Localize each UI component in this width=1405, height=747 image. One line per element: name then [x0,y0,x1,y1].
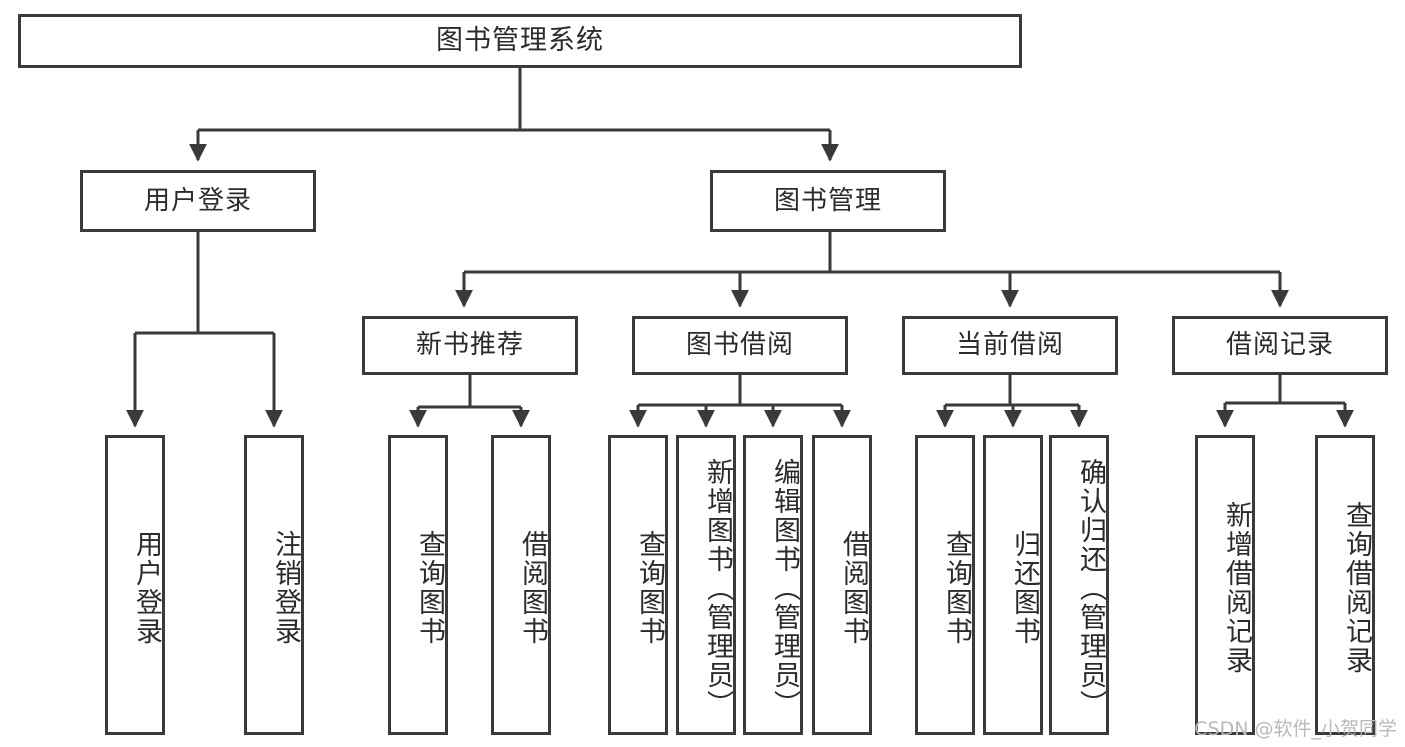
node-label: 确认归还（管理员） [1075,457,1106,719]
node-label: 图书管理系统 [436,25,604,57]
watermark-text: CSDN @软件_小贺同学 [1194,718,1397,740]
node-user-login[interactable]: 用户登录 [80,170,316,232]
node-label: 当前借阅 [955,330,1064,361]
node-current-borrow[interactable]: 当前借阅 [902,316,1118,375]
node-root-system[interactable]: 图书管理系统 [18,14,1022,68]
node-leaf-query-book-1[interactable]: 查询图书 [388,435,448,735]
node-leaf-return-book[interactable]: 归还图书 [983,435,1043,735]
node-leaf-borrow-book-1[interactable]: 借阅图书 [491,435,551,735]
node-label: 借阅图书 [838,530,869,646]
node-borrow-record[interactable]: 借阅记录 [1172,316,1388,375]
node-label: 新增图书（管理员） [702,457,733,719]
node-leaf-edit-book[interactable]: 编辑图书（管理员） [743,435,803,735]
node-label: 用户登录 [131,530,162,646]
node-label: 查询图书 [941,530,972,646]
node-leaf-borrow-book-2[interactable]: 借阅图书 [812,435,872,735]
node-label: 图书管理 [773,185,882,216]
node-label: 新增借阅记录 [1221,501,1252,675]
node-new-book-recommend[interactable]: 新书推荐 [362,316,578,375]
node-label: 图书借阅 [685,330,794,361]
node-leaf-confirm-return[interactable]: 确认归还（管理员） [1049,435,1109,735]
node-label: 查询图书 [414,530,445,646]
node-leaf-user-login[interactable]: 用户登录 [105,435,165,735]
node-label: 归还图书 [1009,530,1040,646]
node-label: 借阅图书 [517,530,548,646]
node-book-borrow[interactable]: 图书借阅 [632,316,848,375]
node-label: 编辑图书（管理员） [769,457,800,719]
node-book-manage[interactable]: 图书管理 [710,170,946,232]
node-leaf-query-book-3[interactable]: 查询图书 [915,435,975,735]
node-label: 查询借阅记录 [1341,501,1372,675]
node-leaf-add-book[interactable]: 新增图书（管理员） [676,435,736,735]
node-leaf-logout[interactable]: 注销登录 [244,435,304,735]
node-leaf-query-record[interactable]: 查询借阅记录 [1315,435,1375,735]
node-label: 新书推荐 [415,330,524,361]
node-leaf-add-record[interactable]: 新增借阅记录 [1195,435,1255,735]
node-label: 注销登录 [270,530,301,646]
node-label: 用户登录 [143,185,252,216]
node-leaf-query-book-2[interactable]: 查询图书 [608,435,668,735]
node-label: 查询图书 [634,530,665,646]
node-label: 借阅记录 [1225,330,1334,361]
